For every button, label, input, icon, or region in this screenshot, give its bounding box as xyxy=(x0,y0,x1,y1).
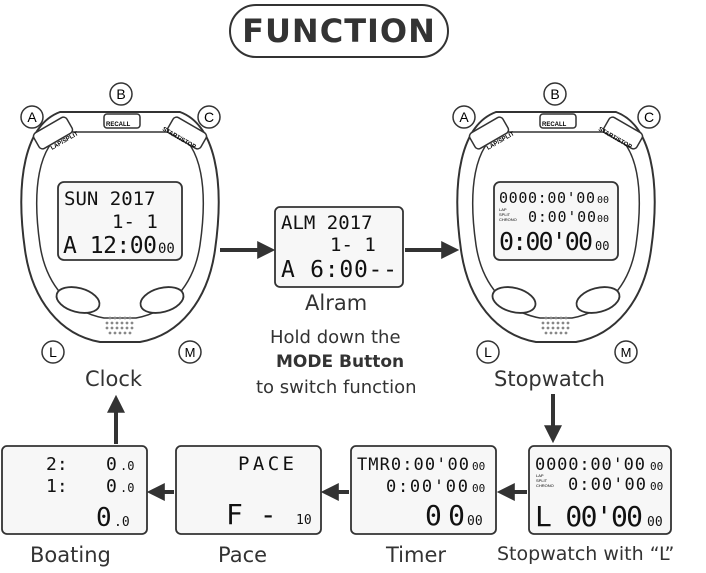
boating-row1-val: 0 xyxy=(106,454,117,475)
clock-lcd xyxy=(57,181,183,261)
boating-row1-small: .0 xyxy=(120,459,134,473)
note-line1: Hold down the xyxy=(270,327,401,348)
right-button-c[interactable] xyxy=(166,116,208,151)
title-badge: FUNCTION xyxy=(229,4,449,58)
clock-watch: LAP/SPLIT RECALL START/STOP A B C SUN 20… xyxy=(20,82,221,364)
badge-a-letter: A xyxy=(27,109,37,125)
badge-a-letter: A xyxy=(459,109,469,125)
badge-l-letter: L xyxy=(484,344,492,360)
stopwatch-l-tag-split: SPLIT xyxy=(536,478,548,483)
stopwatch-l-tag-lap: LAP xyxy=(536,473,544,478)
label-alarm: Alram xyxy=(305,291,368,315)
boating-row2-num: 1: xyxy=(46,476,68,497)
label-timer: Timer xyxy=(386,543,447,567)
boating-row3-val: 0 xyxy=(96,503,112,533)
timer-line2: 0:00'00 xyxy=(386,477,468,497)
left-button-a[interactable] xyxy=(32,116,74,151)
stopwatch-l-line2: 0:00'00 xyxy=(568,475,646,495)
lower-right-button[interactable] xyxy=(138,283,187,318)
badge-m-letter: M xyxy=(621,345,632,360)
label-boating: Boating xyxy=(30,543,111,567)
badge-l xyxy=(41,340,65,364)
badge-a xyxy=(452,105,476,129)
right-button-c[interactable] xyxy=(602,116,644,151)
alarm-line3: A 6:00-- xyxy=(281,257,397,283)
clock-seconds: 00 xyxy=(158,241,175,257)
label-stopwatch-l: Stopwatch with “L” xyxy=(497,543,675,565)
badge-b-letter: B xyxy=(116,86,125,102)
lower-left-button[interactable] xyxy=(490,283,539,318)
lower-left-button[interactable] xyxy=(54,283,103,318)
stopwatch-watch: LAP/SPLIT RECALL START/STOP A B C 0000:0… xyxy=(452,82,661,364)
stopwatch-tag-lap: LAP xyxy=(499,207,507,212)
stopwatch-line3-small: 00 xyxy=(595,239,609,253)
stopwatch-l-line3-small: 00 xyxy=(647,515,663,530)
label-pace: Pace xyxy=(218,543,268,567)
lower-right-button[interactable] xyxy=(574,283,623,318)
label-clock: Clock xyxy=(85,367,143,391)
stopwatch-l-line1: 0000:00'00 xyxy=(535,455,645,475)
title-text: FUNCTION xyxy=(242,12,436,50)
badge-a xyxy=(20,105,44,129)
clock-line3: A 12:00 xyxy=(63,233,157,259)
alarm-screen: ALM 2017 1- 1 A 6:00-- xyxy=(274,206,404,288)
stopwatch-line3: 0:00'00 xyxy=(499,227,593,256)
stopwatch-line2: 0:00'00 xyxy=(528,208,596,226)
top-button-b[interactable] xyxy=(103,113,141,129)
badge-m xyxy=(178,340,202,364)
clock-line2: 1- 1 xyxy=(112,211,158,233)
stopwatch-l-screen: 0000:00'00 00 LAP SPLIT CHRONO 0:00'00 0… xyxy=(528,445,672,535)
pace-line2: F - xyxy=(226,498,277,531)
stopwatch-l-line1-small: 00 xyxy=(650,460,663,473)
stopwatch-lcd xyxy=(493,181,619,261)
stopwatch-line1: 0000:00'00 xyxy=(499,189,595,207)
left-button-a[interactable] xyxy=(468,116,510,151)
timer-lcd xyxy=(350,445,497,535)
pace-line2-small: 10 xyxy=(296,513,312,528)
top-button-b[interactable] xyxy=(539,113,577,129)
label-stopwatch: Stopwatch xyxy=(494,367,605,391)
badge-b-letter: B xyxy=(550,86,559,102)
stopwatch-tag-chrono: CHRONO xyxy=(499,217,517,222)
timer-screen: TMR0:00'00 00 0:00'00 00 00 00 xyxy=(350,445,497,535)
stopwatch-tag-split: SPLIT xyxy=(499,212,511,217)
boating-row3-small: .0 xyxy=(114,515,130,530)
boating-row2-small: .0 xyxy=(120,481,134,495)
alarm-line1: ALM 2017 xyxy=(281,212,373,234)
note-line2: MODE Button xyxy=(276,352,405,372)
badge-c-letter: C xyxy=(204,109,214,125)
boating-row2-val: 0 xyxy=(106,476,117,497)
stopwatch-line2-small: 00 xyxy=(597,214,609,225)
timer-line2-small: 00 xyxy=(472,482,485,495)
badge-m-letter: M xyxy=(185,345,196,360)
note-line3: to switch function xyxy=(256,377,417,398)
badge-m xyxy=(614,340,638,364)
stopwatch-l-tag-chrono: CHRONO xyxy=(536,483,554,488)
badge-c-letter: C xyxy=(644,109,654,125)
speaker-grille xyxy=(541,316,570,335)
stopwatch-l-line3: L 00'00 xyxy=(535,500,643,533)
speaker-grille xyxy=(105,316,134,335)
stopwatch-l-lcd xyxy=(528,445,672,535)
label-recall: RECALL xyxy=(542,122,567,128)
timer-line1: TMR0:00'00 xyxy=(357,455,469,475)
timer-line3-small: 00 xyxy=(467,514,483,529)
alarm-line2: 1- 1 xyxy=(330,234,376,256)
stopwatch-line1-small: 00 xyxy=(597,195,609,206)
timer-line1-small: 00 xyxy=(472,460,485,473)
boating-screen: 2: 0 .0 1: 0 .0 0 .0 xyxy=(1,445,148,535)
badge-l-letter: L xyxy=(49,344,57,360)
label-recall: RECALL xyxy=(106,122,131,128)
boating-row1-num: 2: xyxy=(46,454,68,475)
badge-c xyxy=(197,105,221,129)
badge-l xyxy=(476,340,500,364)
badge-b xyxy=(109,82,133,106)
stopwatch-l-line2-small: 00 xyxy=(650,480,663,493)
badge-b xyxy=(543,82,567,106)
pace-screen: PACE F - 10 xyxy=(175,445,322,535)
clock-line1: SUN 2017 xyxy=(64,188,156,210)
badge-c xyxy=(637,105,661,129)
